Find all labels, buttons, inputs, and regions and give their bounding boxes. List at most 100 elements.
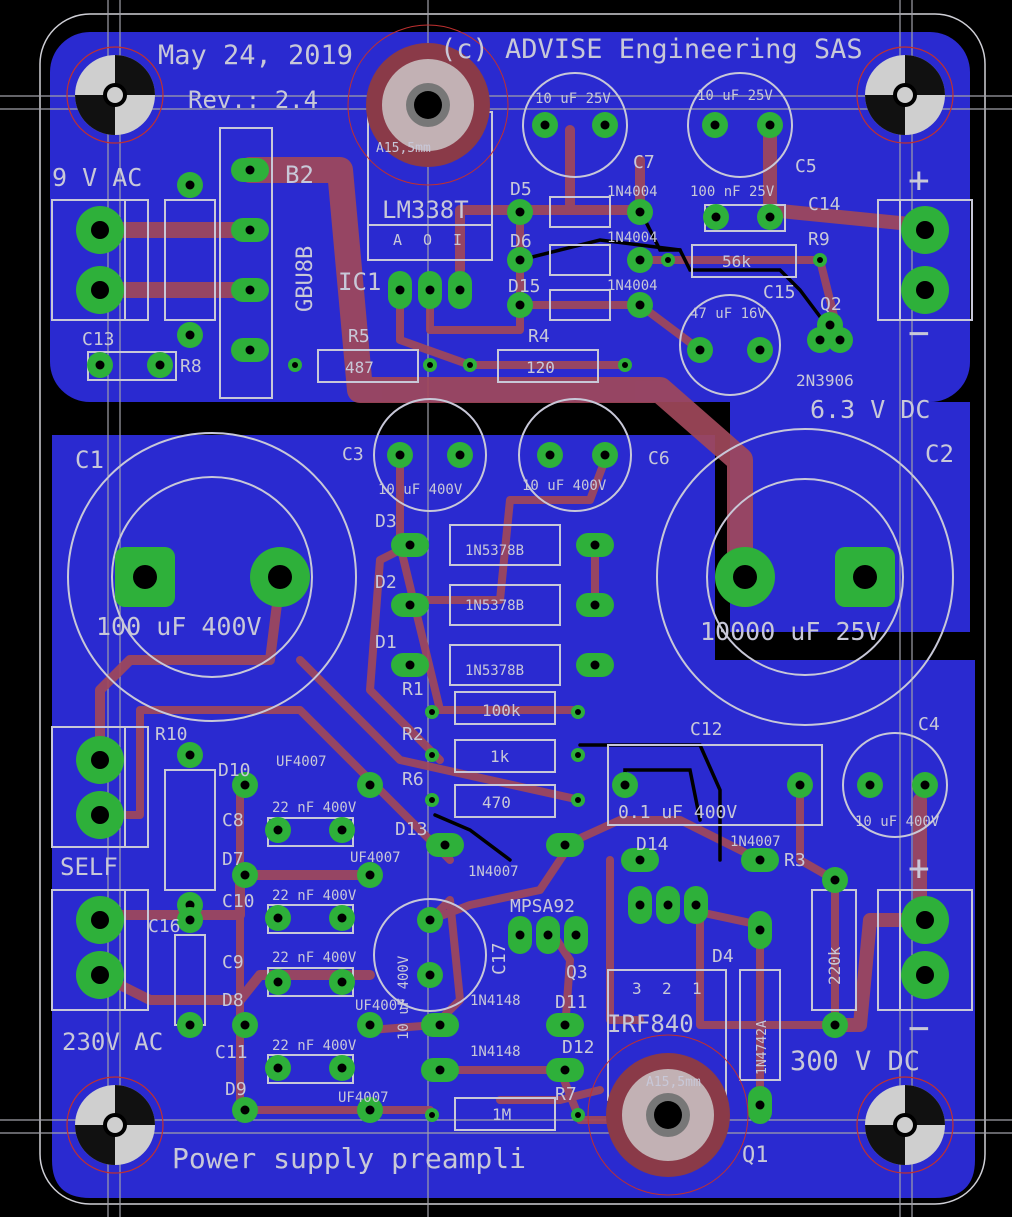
d10-label: D10 [218, 760, 251, 781]
d4-value: 1N4742A [755, 1020, 770, 1075]
ic1-label: IC1 [338, 268, 381, 296]
mounting-holes [66, 46, 954, 1174]
c9-label: C9 [222, 952, 244, 973]
gbu8b-label: GBU8B [293, 246, 318, 312]
r4-label: R4 [528, 326, 550, 347]
c5-label: C5 [795, 156, 817, 177]
silkscreen-outlines [51, 72, 973, 1131]
d7-label: D7 [222, 849, 244, 870]
d10-value: UF4007 [276, 754, 327, 770]
header-copyright: (c) ADVISE Engineering SAS [440, 34, 863, 65]
d1-label: D1 [375, 632, 397, 653]
r2-label: R2 [402, 724, 424, 745]
footer-title: Power supply preampli [172, 1142, 526, 1175]
c12-label: C12 [690, 719, 723, 740]
c6-label: C6 [648, 448, 670, 469]
plus-bottom: + [908, 848, 930, 889]
c10-value: 22 nF 400V [272, 888, 357, 904]
ic1-pin-i: I [453, 231, 462, 249]
q2-label: Q2 [820, 294, 842, 315]
c4-label: C4 [918, 714, 940, 735]
d14-label: D14 [636, 834, 669, 855]
d7-value: UF4007 [350, 850, 401, 866]
minus-bottom: − [908, 1008, 930, 1049]
c8-value: 22 nF 400V [272, 800, 357, 816]
c17-label: C17 [489, 942, 510, 975]
r9-value: 56k [722, 252, 751, 271]
r3-label: R3 [784, 850, 806, 871]
q1-pin-3: 3 [632, 979, 642, 998]
d8-value: UF4007 [355, 998, 406, 1014]
c15-label: C15 [763, 282, 796, 303]
d5-label: D5 [510, 179, 532, 200]
label-230v-ac: 230V AC [62, 1028, 163, 1056]
d15-label: D15 [508, 276, 541, 297]
ic1-pin-o: O [423, 231, 432, 249]
c16-label: C16 [148, 916, 181, 937]
ic1-pin-a: A [393, 231, 402, 249]
d8-label: D8 [222, 990, 244, 1011]
r10-label: R10 [155, 724, 188, 745]
label-self: SELF [60, 853, 118, 881]
r5-label: R5 [348, 326, 370, 347]
c4-value: 10 uF 400V [855, 814, 940, 830]
c1-value: 100 uF 400V [96, 612, 262, 641]
r9-label: R9 [808, 229, 830, 250]
d14-value: 1N4007 [730, 834, 781, 850]
label-9v-ac: 9 V AC [52, 163, 142, 192]
c1-label: C1 [75, 446, 104, 474]
r1-value: 100k [482, 701, 521, 720]
d3-value: 1N5378B [465, 543, 524, 559]
d11-value: 1N4148 [470, 993, 521, 1009]
c10-label: C10 [222, 891, 255, 912]
d12-label: D12 [562, 1037, 595, 1058]
c17-value: 10 uF 400V [396, 955, 412, 1040]
q3-label: Q3 [566, 962, 588, 983]
header-revision: Rev.: 2.4 [188, 86, 318, 114]
c15-value: 47 uF 16V [690, 306, 766, 322]
c13-label: C13 [82, 329, 115, 350]
r2-value: 1k [490, 747, 510, 766]
to220-bot-label: A15,5mm [646, 1075, 701, 1090]
c7-label: C7 [633, 152, 655, 173]
r7-label: R7 [555, 1084, 577, 1105]
c9-value: 22 nF 400V [272, 950, 357, 966]
d6-label: D6 [510, 231, 532, 252]
c11-label: C11 [215, 1042, 248, 1063]
c14-value: 100 nF 25V [690, 184, 775, 200]
c2-value: 10000 uF 25V [700, 617, 881, 646]
d1-value: 1N5378B [465, 663, 524, 679]
pads [76, 112, 949, 1124]
d9-label: D9 [225, 1079, 247, 1100]
q1-value: IRF840 [607, 1010, 694, 1038]
c5-value: 10 uF 25V [697, 88, 773, 104]
d3-label: D3 [375, 511, 397, 532]
d12-value: 1N4148 [470, 1044, 521, 1060]
r3-value: 220k [825, 946, 844, 985]
r5-value: 487 [345, 358, 374, 377]
c3-label: C3 [342, 444, 364, 465]
header-date: May 24, 2019 [158, 40, 353, 71]
c11-value: 22 nF 400V [272, 1038, 357, 1054]
c7-value: 10 uF 25V [535, 91, 611, 107]
to220-holes [347, 24, 749, 1196]
d13-label: D13 [395, 819, 428, 840]
q3-value: MPSA92 [510, 896, 575, 917]
d15-value: 1N4004 [607, 278, 658, 294]
q2-value: 2N3906 [796, 371, 854, 390]
r1-label: R1 [402, 679, 424, 700]
d5-value: 1N4004 [607, 184, 658, 200]
label-300v-dc: 300 V DC [790, 1046, 920, 1077]
r7-value: 1M [492, 1105, 511, 1124]
r4-value: 120 [526, 358, 555, 377]
d2-label: D2 [375, 572, 397, 593]
d13-value: 1N4007 [468, 864, 519, 880]
lm338t-label: LM338T [382, 196, 469, 224]
label-63v-dc: 6.3 V DC [810, 395, 930, 424]
c8-label: C8 [222, 810, 244, 831]
r6-label: R6 [402, 769, 424, 790]
d2-value: 1N5378B [465, 598, 524, 614]
plus-top: + [908, 160, 930, 201]
